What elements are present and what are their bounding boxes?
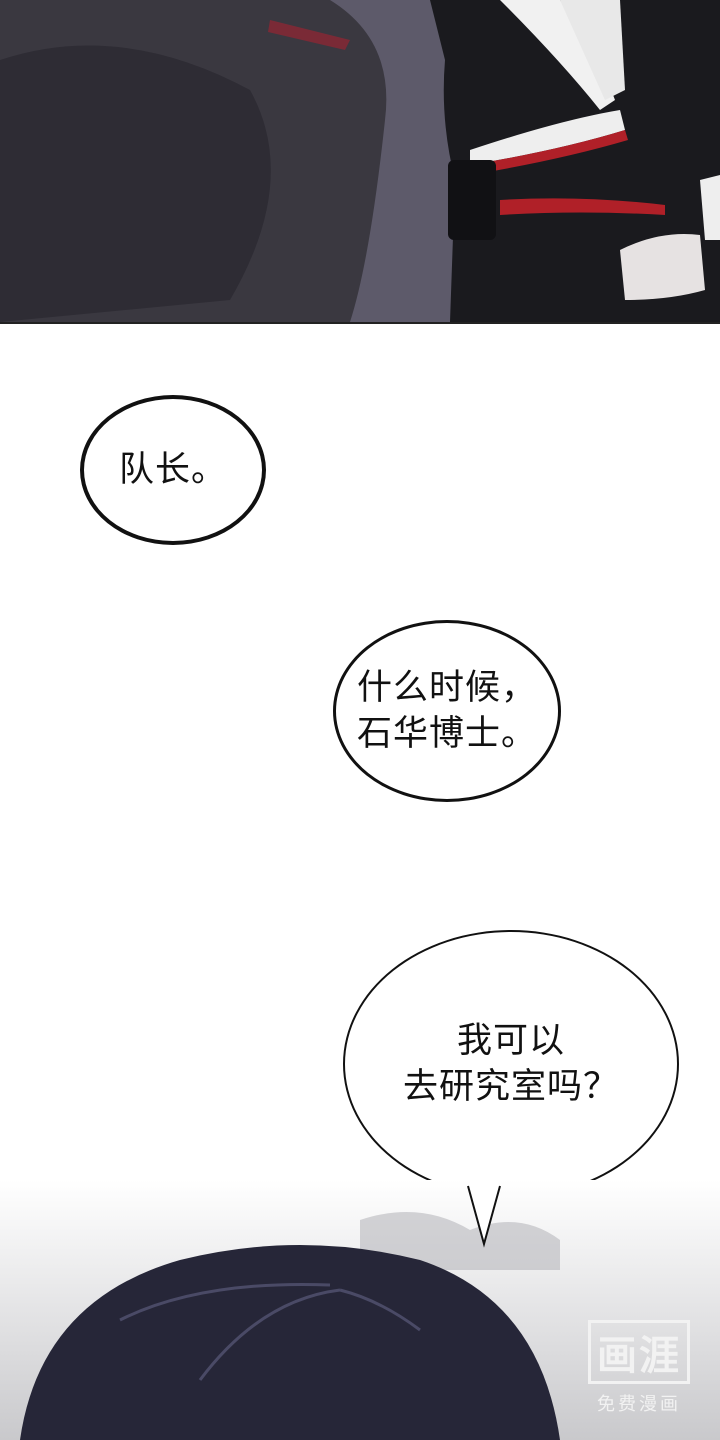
- speech-bubble-3: 我可以 去研究室吗？: [343, 930, 679, 1198]
- speech-bubble-2: 什么时候， 石华博士。: [333, 620, 561, 802]
- top-comic-panel: [0, 0, 720, 324]
- character-head-hair: [20, 1245, 560, 1440]
- bubble-2-line-1: 什么时候，: [356, 668, 537, 708]
- hand: [620, 234, 705, 300]
- watermark: 画涯 免费漫画: [588, 1320, 690, 1416]
- panel-illustration: [0, 0, 720, 322]
- bubble-1-line-1: 队长。: [118, 450, 227, 490]
- speech-bubble-1: 队长。: [80, 395, 266, 545]
- bottom-panel-illustration: [0, 1180, 720, 1440]
- watermark-logo: 画涯: [588, 1320, 690, 1384]
- bubble-2-line-2: 石华博士。: [356, 714, 537, 754]
- watermark-subtitle: 免费漫画: [597, 1394, 681, 1415]
- bubble-3-line-1: 我可以: [456, 1021, 565, 1061]
- bubble-3-line-2: 去研究室吗？: [402, 1067, 619, 1107]
